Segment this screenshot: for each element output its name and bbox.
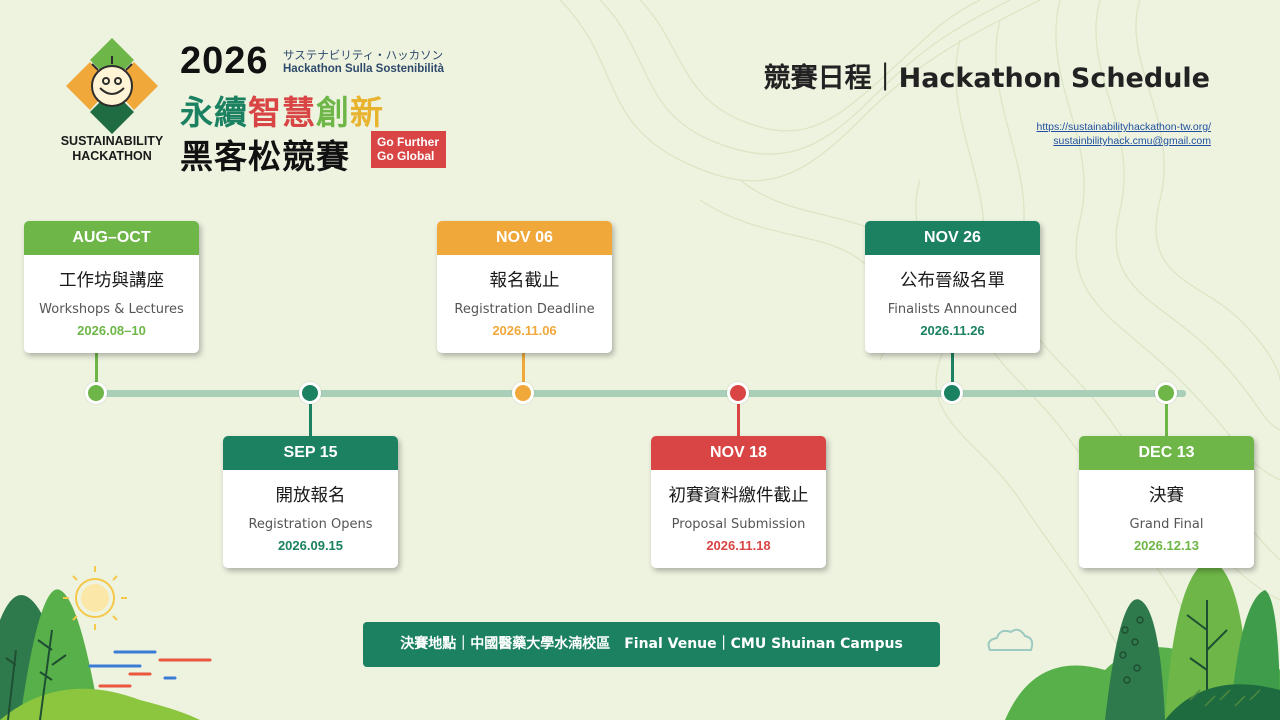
title-char-1: 永 <box>180 93 214 132</box>
timeline-stem <box>737 404 740 437</box>
go-further-badge: Go Further Go Global <box>371 131 446 168</box>
event-card-registration-deadline: NOV 06 報名截止 Registration Deadline 2026.1… <box>437 221 612 353</box>
logo-caption-line1: SUSTAINABILITY <box>60 134 164 148</box>
badge-line2: Go Global <box>377 149 435 163</box>
event-title-en: Grand Final <box>1129 517 1204 532</box>
schedule-title: 競賽日程｜Hackathon Schedule <box>763 63 1210 94</box>
event-title-zh: 工作坊與講座 <box>59 271 164 291</box>
event-title-zh: 初賽資料繳件截止 <box>668 486 809 506</box>
event-date: 2026.12.13 <box>1133 538 1200 553</box>
event-title-en: Registration Opens <box>248 517 373 532</box>
event-card-finalists-announced: NOV 26 公布晉級名單 Finalists Announced 2026.1… <box>865 221 1040 353</box>
event-title-en: Proposal Submission <box>671 517 806 532</box>
event-date: 2026.11.26 <box>920 323 985 338</box>
event-card-proposal-submission: NOV 18 初賽資料繳件截止 Proposal Submission 2026… <box>651 436 826 568</box>
event-year: 2026 <box>180 40 269 82</box>
event-card-registration-opens: SEP 15 開放報名 Registration Opens 2026.09.1… <box>223 436 398 568</box>
timeline-dot <box>512 382 534 404</box>
event-label: NOV 18 <box>651 436 826 470</box>
timeline-stem <box>1165 404 1168 437</box>
event-title-en: Registration Deadline <box>454 302 595 317</box>
website-link[interactable]: https://sustainabilityhackathon-tw.org/ <box>1036 121 1211 133</box>
landscape-left-illustration <box>0 566 212 720</box>
timeline-dot <box>727 382 749 404</box>
event-card-grand-final: DEC 13 決賽 Grand Final 2026.12.13 <box>1079 436 1254 568</box>
timeline-stem <box>951 352 954 382</box>
timeline-dot <box>941 382 963 404</box>
event-title-chinese: 永續智慧創新 <box>180 86 384 134</box>
event-title-zh: 公布晉級名單 <box>900 271 1005 291</box>
event-title-zh: 開放報名 <box>275 486 346 506</box>
event-label: DEC 13 <box>1079 436 1254 470</box>
logo-caption-line2: HACKATHON <box>72 149 152 163</box>
event-card-workshops: AUG–OCT 工作坊與講座 Workshops & Lectures 2026… <box>24 221 199 353</box>
email-link[interactable]: sustainbilityhack.cmu@gmail.com <box>1053 135 1211 147</box>
title-char-6: 新 <box>350 93 384 132</box>
timeline-stem <box>309 404 312 437</box>
timeline-line <box>96 390 1186 397</box>
landscape-right-illustration <box>987 560 1280 720</box>
event-label: NOV 26 <box>865 221 1040 255</box>
timeline-dot <box>85 382 107 404</box>
logo-caption: SUSTAINABILITY HACKATHON <box>50 134 174 164</box>
event-date: 2026.11.06 <box>492 323 557 338</box>
badge-line1: Go Further <box>377 135 439 149</box>
event-title-zh: 決賽 <box>1149 486 1184 506</box>
final-venue-banner: 決賽地點｜中國醫藥大學水湳校區 Final Venue｜CMU Shuinan … <box>363 622 940 667</box>
contact-links: https://sustainabilityhackathon-tw.org/ … <box>1036 120 1211 148</box>
title-char-5: 創 <box>316 93 350 132</box>
subtitle-japanese: サステナビリティ・ハッカソン <box>283 48 444 62</box>
timeline-dot <box>1155 382 1177 404</box>
title-char-4: 慧 <box>282 93 316 132</box>
event-title-zh: 報名截止 <box>489 271 560 291</box>
timeline-stem <box>522 352 525 382</box>
sustainability-hackathon-logo-icon <box>66 38 158 134</box>
event-label: AUG–OCT <box>24 221 199 255</box>
event-date: 2026.08–10 <box>77 323 146 338</box>
event-label: NOV 06 <box>437 221 612 255</box>
title-char-2: 續 <box>214 93 248 132</box>
subtitle-italian: Hackathon Sulla Sostenibilità <box>283 63 445 75</box>
event-title-en: Finalists Announced <box>887 302 1018 317</box>
event-date: 2026.11.18 <box>706 538 771 553</box>
event-title-line2: 黑客松競賽 <box>180 137 350 176</box>
timeline-dot <box>299 382 321 404</box>
event-label: SEP 15 <box>223 436 398 470</box>
event-title-en: Workshops & Lectures <box>39 302 184 317</box>
title-char-3: 智 <box>248 93 282 132</box>
timeline-stem <box>95 352 98 382</box>
event-date: 2026.09.15 <box>277 538 344 553</box>
